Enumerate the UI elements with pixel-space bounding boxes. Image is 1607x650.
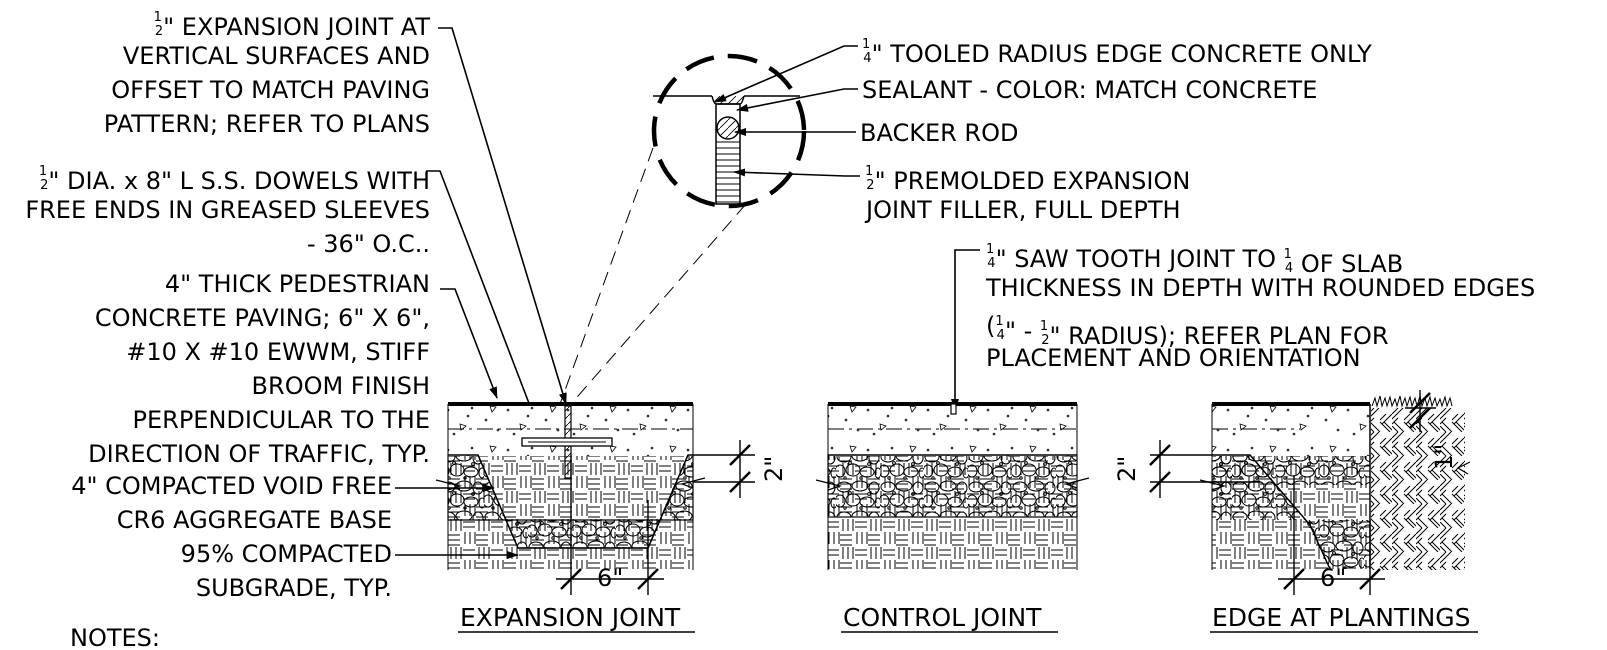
callout-sealant: SEALANT - COLOR: MATCH CONCRETE [862, 76, 1317, 104]
title-edge-at-plantings: EDGE AT PLANTINGS [1212, 603, 1471, 632]
enlarged-joint [653, 95, 800, 205]
section-edge-at-plantings [1199, 395, 1471, 570]
title-control-joint: CONTROL JOINT [843, 603, 1042, 632]
svg-text:PERPENDICULAR TO THE: PERPENDICULAR TO THE [133, 406, 430, 434]
svg-text:VERTICAL SURFACES AND: VERTICAL SURFACES AND [123, 42, 430, 70]
svg-text:4" THICK PEDESTRIAN: 4" THICK PEDESTRIAN [165, 270, 430, 298]
svg-text:- 36" O.C..: - 36" O.C.. [307, 230, 430, 258]
svg-text:DIRECTION OF TRAFFIC, TYP.: DIRECTION OF TRAFFIC, TYP. [88, 440, 430, 468]
grass-icon [1371, 395, 1453, 408]
callout-subgrade: 95% COMPACTED SUBGRADE, TYP. [181, 540, 392, 602]
svg-text:CONCRETE PAVING; 6" X 6",: CONCRETE PAVING; 6" X 6", [95, 304, 430, 332]
svg-text:CR6 AGGREGATE BASE: CR6 AGGREGATE BASE [117, 506, 392, 534]
svg-text:14" TOOLED RADIUS EDGE CONCRET: 14" TOOLED RADIUS EDGE CONCRETE ONLY [862, 37, 1372, 68]
section-control-joint [815, 402, 1090, 570]
saw-tooth-line-2: THICKNESS IN DEPTH WITH ROUNDED EDGES [985, 274, 1535, 302]
title-expansion-joint: EXPANSION JOINT [460, 603, 681, 632]
callout-aggregate: 4" COMPACTED VOID FREE CR6 AGGREGATE BAS… [71, 472, 392, 534]
svg-text:FREE ENDS IN GREASED SLEEVES: FREE ENDS IN GREASED SLEEVES [25, 196, 430, 224]
svg-text:#10 X #10 EWWM, STIFF: #10 X #10 EWWM, STIFF [126, 338, 430, 366]
saw-tooth-line-4: PLACEMENT AND ORIENTATION [986, 344, 1361, 372]
dim-expansion-width: 6" [597, 564, 623, 592]
svg-text:12" EXPANSION JOINT AT: 12" EXPANSION JOINT AT [154, 10, 431, 41]
callout-paving: 4" THICK PEDESTRIAN CONCRETE PAVING; 6" … [88, 270, 430, 468]
dim-edge-grade: 1" [1430, 444, 1458, 470]
dim-edge-depth: 2" [1113, 456, 1141, 482]
svg-text:PATTERN; REFER TO PLANS: PATTERN; REFER TO PLANS [104, 110, 430, 138]
callout-backer-rod: BACKER ROD [860, 119, 1018, 147]
dim-edge-width: 6" [1320, 564, 1346, 592]
svg-text:SUBGRADE, TYP.: SUBGRADE, TYP. [196, 574, 392, 602]
svg-text:BROOM FINISH: BROOM FINISH [252, 372, 430, 400]
section-titles: EXPANSION JOINT CONTROL JOINT EDGE AT PL… [458, 603, 1478, 633]
svg-text:12" DIA. x 8" L S.S. DOWELS WI: 12" DIA. x 8" L S.S. DOWELS WITH [39, 164, 430, 195]
dim-expansion-depth: 2" [760, 456, 788, 482]
svg-text:JOINT FILLER, FULL DEPTH: JOINT FILLER, FULL DEPTH [864, 196, 1181, 224]
svg-text:12" PREMOLDED EXPANSION: 12" PREMOLDED EXPANSION [865, 164, 1190, 195]
notes-label: NOTES: [70, 624, 160, 650]
svg-text:4" COMPACTED VOID FREE: 4" COMPACTED VOID FREE [71, 472, 392, 500]
dimensions [556, 390, 1436, 595]
svg-text:OFFSET TO MATCH PAVING: OFFSET TO MATCH PAVING [111, 76, 430, 104]
enlarged-detail-circle [559, 53, 807, 405]
svg-text:95% COMPACTED: 95% COMPACTED [181, 540, 392, 568]
